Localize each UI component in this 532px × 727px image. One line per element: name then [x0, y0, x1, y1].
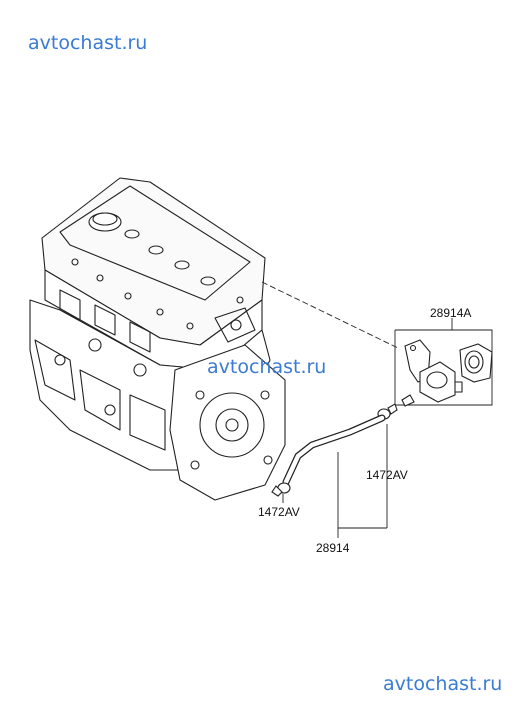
part-label-clamp-right[interactable]: 1472AV: [366, 468, 408, 482]
label-leaders: [282, 424, 388, 538]
watermark-bottom: avtochast.ru: [383, 673, 503, 695]
watermark-top: avtochast.ru: [28, 32, 148, 54]
clamp-lower-illustration: [271, 482, 291, 497]
leader-line-dashed: [261, 281, 399, 349]
valve-assembly-illustration: [394, 318, 493, 407]
part-label-hose[interactable]: 28914: [316, 541, 350, 555]
part-label-clamp-left[interactable]: 1472AV: [258, 505, 300, 519]
engine-block-illustration: [29, 177, 286, 501]
watermark-middle: avtochast.ru: [207, 356, 327, 378]
part-label-valve-assembly[interactable]: 28914A: [430, 306, 472, 320]
